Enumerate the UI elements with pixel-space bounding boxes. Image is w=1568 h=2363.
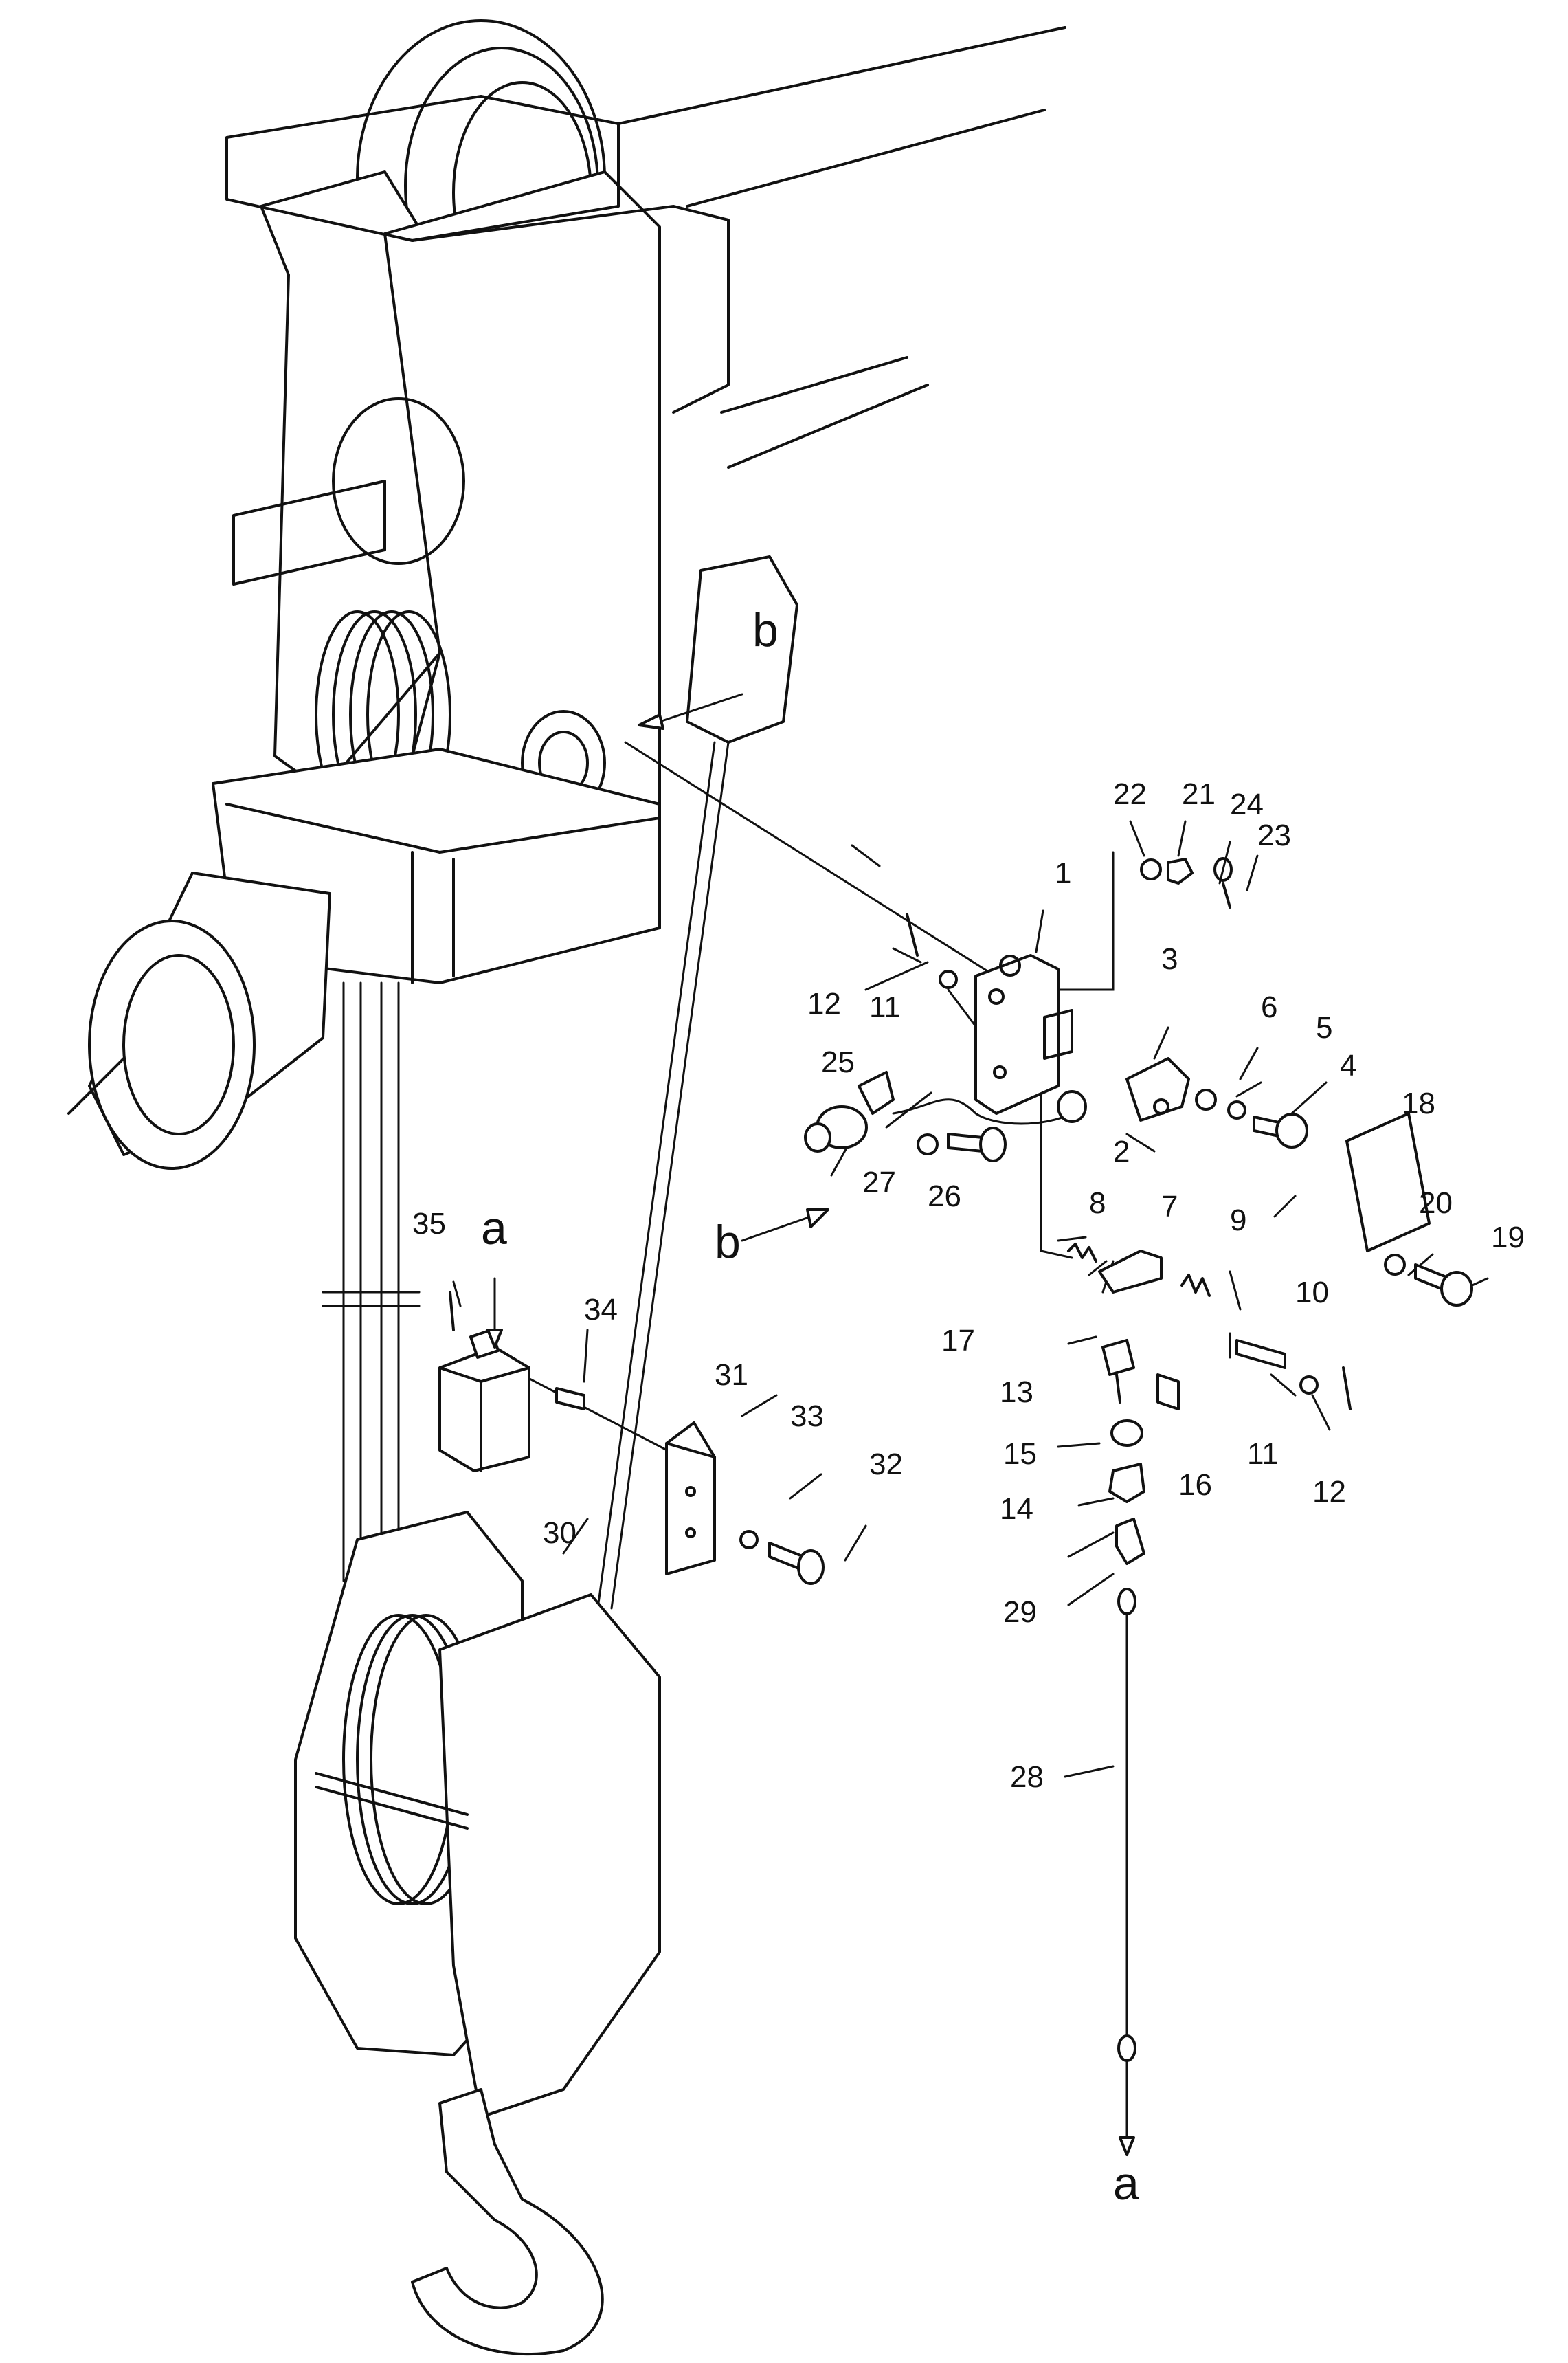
label-part-15: 15 [1003, 1437, 1037, 1471]
arrow-a-top [486, 1329, 503, 1349]
label-part-3: 3 [1161, 942, 1178, 976]
part-9-spring [1180, 1274, 1211, 1297]
label-part-30: 30 [543, 1516, 576, 1550]
label-part-9: 9 [1230, 1203, 1246, 1237]
part-3-switch-head [1125, 1057, 1190, 1122]
label-part-33: 33 [790, 1399, 824, 1433]
label-part-14: 14 [1000, 1492, 1033, 1526]
part-7-lever [1098, 1250, 1163, 1294]
part-2-grommet [1057, 1090, 1087, 1123]
label-part-11-right: 11 [1247, 1437, 1279, 1471]
part-33-washer [739, 1530, 759, 1549]
label-part-4: 4 [1340, 1049, 1356, 1083]
part-20-washer [1384, 1254, 1406, 1276]
part-29-thimble [1115, 1518, 1145, 1565]
mount-bracket [686, 555, 798, 744]
part-5-washer [1227, 1100, 1246, 1120]
label-part-2: 2 [1113, 1135, 1130, 1168]
label-part-21: 21 [1182, 777, 1216, 811]
part-12-cotter-pin-top [906, 913, 919, 957]
label-part-24: 24 [1230, 788, 1264, 821]
ref-b-top: b [752, 604, 779, 656]
boom-head [67, 19, 1066, 1170]
hook-block-plate-front [438, 1593, 661, 2118]
label-part-19: 19 [1491, 1221, 1525, 1254]
part-1-switch-body [974, 954, 1060, 1115]
label-part-20: 20 [1419, 1186, 1453, 1220]
label-part-1: 1 [1055, 856, 1071, 890]
label-part-26: 26 [928, 1179, 961, 1213]
part-31-bracket [665, 1442, 716, 1575]
part-25-clip [858, 1071, 895, 1115]
ref-a-bottom: a [1113, 2157, 1139, 2210]
part-6-washer [1195, 1089, 1217, 1111]
arrow-b-left [806, 1208, 829, 1228]
label-part-34: 34 [584, 1293, 618, 1327]
part-34-bolt [555, 1387, 585, 1410]
part-11-washer-top [939, 970, 958, 989]
part-22-washer [1140, 858, 1162, 880]
part-12-cotter-pin-right [1342, 1366, 1352, 1410]
wire-ropes [322, 741, 730, 1610]
label-part-5: 5 [1316, 1011, 1332, 1045]
label-part-17: 17 [941, 1324, 975, 1357]
part-35-pin [449, 1291, 455, 1331]
label-part-27: 27 [862, 1166, 896, 1199]
reference-letters: b b a a [481, 604, 1139, 2210]
part-14-clip [1108, 1463, 1145, 1503]
part-26-bolt [947, 1133, 984, 1153]
parts [438, 693, 1473, 2156]
part-13-clevis [1101, 1339, 1135, 1376]
label-part-10: 10 [1295, 1276, 1329, 1309]
label-part-28: 28 [1010, 1760, 1044, 1794]
side-sheave [88, 920, 256, 1170]
label-part-6: 6 [1261, 990, 1277, 1024]
label-part-29: 29 [1003, 1595, 1037, 1629]
label-part-32: 32 [869, 1447, 903, 1481]
crane-hook [411, 2088, 604, 2356]
part-16-bolt [1156, 1373, 1180, 1410]
part-11-washer-right [1299, 1375, 1319, 1395]
label-part-12-right: 12 [1312, 1475, 1346, 1509]
ref-b-left: b [715, 1216, 741, 1268]
part-24-ring [1213, 857, 1233, 882]
label-part-16: 16 [1178, 1468, 1212, 1502]
label-part-35: 35 [412, 1207, 446, 1241]
part-8-spring [1067, 1243, 1097, 1263]
part-30-weight [438, 1346, 530, 1472]
ref-a-top: a [481, 1202, 507, 1254]
part-labels: 1 2 3 4 5 6 7 8 9 10 11 11 12 12 13 14 1… [412, 777, 1525, 1794]
frame-plate-left [260, 170, 441, 792]
label-part-18: 18 [1402, 1087, 1435, 1120]
label-part-8: 8 [1089, 1186, 1106, 1220]
arrow-b-top [638, 713, 664, 730]
label-part-22: 22 [1113, 777, 1147, 811]
label-part-11-top: 11 [869, 990, 901, 1024]
part-18-cover-plate [1345, 1112, 1431, 1252]
part-15-nut [1110, 1419, 1143, 1447]
part-23-pin [1222, 882, 1231, 909]
label-part-25: 25 [821, 1045, 855, 1079]
part-10-pin [1235, 1339, 1286, 1369]
label-part-7: 7 [1161, 1190, 1178, 1223]
label-part-31: 31 [715, 1358, 748, 1392]
label-part-13: 13 [1000, 1375, 1033, 1409]
part-27-washer [917, 1133, 939, 1155]
part-21-nut [1167, 858, 1194, 885]
label-part-12-top: 12 [807, 987, 841, 1021]
hook-block [294, 1511, 661, 2356]
label-part-23: 23 [1257, 819, 1291, 852]
